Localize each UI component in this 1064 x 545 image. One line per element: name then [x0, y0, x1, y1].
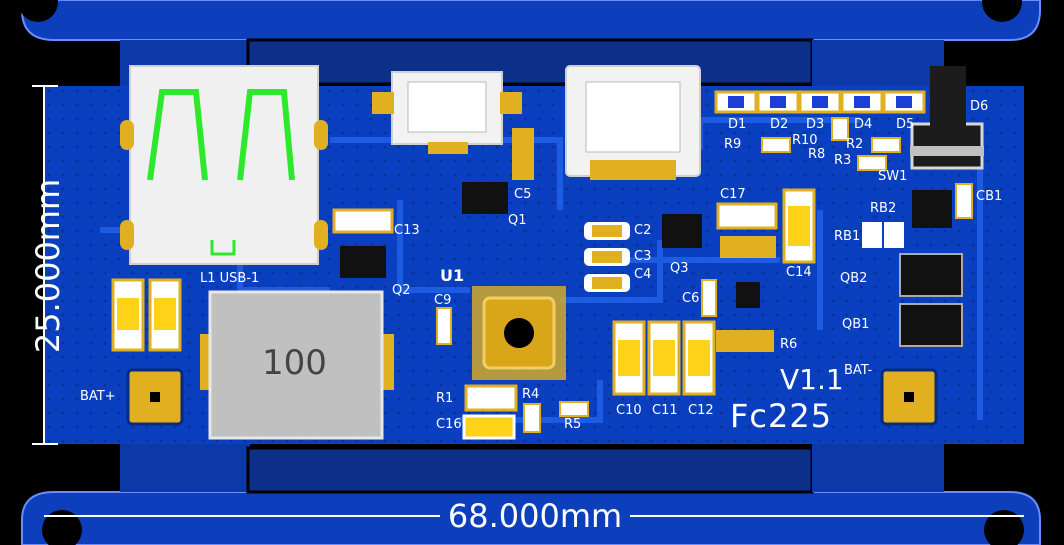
label-cb1: CB1	[976, 189, 1003, 204]
label-c3: C3	[634, 249, 652, 264]
label-sw1: SW1	[878, 169, 908, 184]
label-c6: C6	[682, 291, 700, 306]
top-left-hole	[18, 0, 58, 22]
bottom-left-hole	[42, 510, 82, 545]
label-c11: C11	[652, 403, 678, 418]
label-r3: R3	[834, 153, 852, 168]
label-c17: C17	[720, 187, 746, 202]
label-c10: C10	[616, 403, 642, 418]
label-r5: R5	[564, 417, 582, 432]
bottom-tab-left	[120, 444, 250, 492]
label-r2: R2	[846, 137, 864, 152]
label-d5: D5	[896, 117, 915, 132]
dimension-width: 68.000mm	[447, 497, 623, 535]
top-right-hole	[982, 0, 1022, 22]
bottom-right-hole	[984, 510, 1024, 545]
label-qb1: QB1	[842, 317, 870, 332]
qb1-chip	[899, 303, 963, 347]
label-l1-usb: L1 USB-1	[200, 271, 260, 286]
label-q3: Q3	[670, 261, 689, 276]
label-q1: Q1	[508, 213, 527, 228]
bottom-tab-right	[812, 444, 944, 492]
label-c12: C12	[688, 403, 714, 418]
label-d4: D4	[854, 117, 873, 132]
label-d1: D1	[728, 117, 747, 132]
label-u1: U1	[440, 266, 465, 285]
label-r6: R6	[780, 337, 798, 352]
label-bat-plus: BAT+	[80, 389, 116, 404]
board-name-label: Fc225	[730, 397, 833, 435]
label-r1: R1	[436, 391, 454, 406]
inductor-body	[208, 290, 384, 440]
label-q2: Q2	[392, 283, 411, 298]
top-tab-mid	[246, 38, 814, 86]
bottom-tab-mid	[246, 446, 814, 494]
q1-chip	[462, 182, 508, 214]
qb2-chip	[899, 253, 963, 297]
label-rb2: RB2	[870, 201, 897, 216]
version-label: V1.1	[780, 363, 844, 396]
q3-chip	[662, 214, 702, 248]
label-r9: R9	[724, 137, 742, 152]
label-c14: C14	[786, 265, 812, 280]
label-c9: C9	[434, 293, 452, 308]
label-r10: R10	[792, 133, 818, 148]
label-rb1: RB1	[834, 229, 861, 244]
label-d6: D6	[970, 99, 989, 114]
inductor-value: 100	[262, 343, 327, 383]
label-c13: C13	[394, 223, 420, 238]
dimension-height: 25.000mm	[29, 178, 67, 354]
label-c16: C16	[436, 417, 462, 432]
led-row	[714, 90, 926, 114]
top-frame	[21, 0, 1041, 41]
label-c2: C2	[634, 223, 652, 238]
u2-chip	[912, 190, 952, 228]
top-tab-right	[812, 40, 944, 88]
label-c5: C5	[514, 187, 532, 202]
label-d3: D3	[806, 117, 825, 132]
label-bat-minus: BAT-	[844, 363, 873, 378]
bottom-frame	[21, 491, 1041, 545]
label-c4: C4	[634, 267, 652, 282]
label-r8: R8	[808, 147, 826, 162]
q2-chip	[340, 246, 386, 278]
label-qb2: QB2	[840, 271, 868, 286]
label-d2: D2	[770, 117, 789, 132]
label-r4: R4	[522, 387, 540, 402]
